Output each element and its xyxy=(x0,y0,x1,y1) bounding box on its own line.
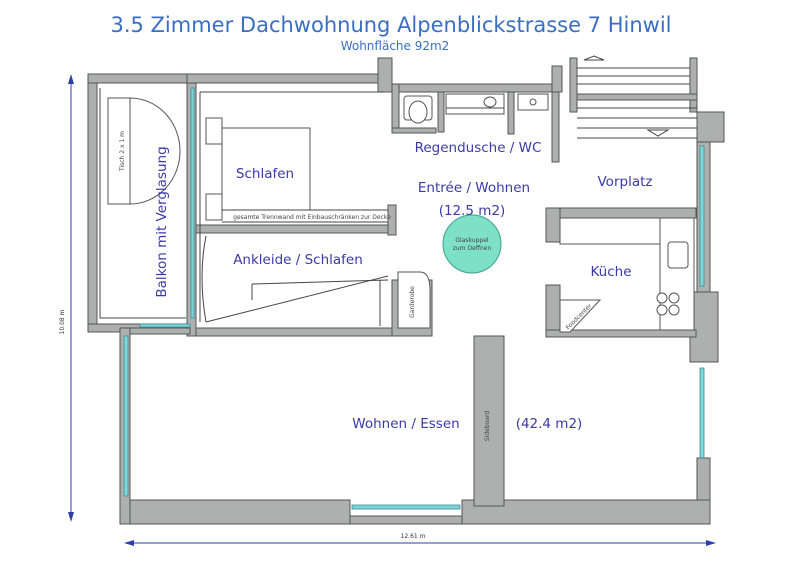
windows xyxy=(123,87,705,510)
living-area: (42.4 m2) xyxy=(516,416,583,432)
wardrobe-note: Garderobe xyxy=(409,286,416,318)
kitchen-label: Küche xyxy=(590,264,631,280)
stairs: Vorplatz xyxy=(577,55,697,190)
living-room: Sideboard Wohnen / Essen (42.4 m2) xyxy=(352,411,582,441)
bathroom: Regendusche / WC xyxy=(403,93,549,156)
height-dimension: 10.08 m xyxy=(59,74,74,522)
dome-note-2: zum Oeffnen xyxy=(453,245,492,252)
table-note: Tisch 2 x 1 m xyxy=(119,131,126,172)
sideboard-note: Sideboard xyxy=(484,411,491,441)
bathroom-label: Regendusche / WC xyxy=(415,140,542,156)
dressing-room: Garderobe Ankleide / Schlafen xyxy=(201,235,431,329)
entree-area: (12.5 m2) xyxy=(439,203,506,219)
plan-subtitle: Wohnfläche 92m2 xyxy=(341,39,450,53)
dressing-label: Ankleide / Schlafen xyxy=(233,252,363,268)
bedroom-label: Schlafen xyxy=(236,166,294,182)
partition-note: gesamte Trennwand mit Einbauschränken zu… xyxy=(233,214,391,221)
entrance: Entrée / Wohnen (12.5 m2) Glaskuppel zum… xyxy=(418,180,530,274)
height-dimension-label: 10.08 m xyxy=(59,309,66,334)
width-dimension-label: 12.61 m xyxy=(401,533,426,540)
bedroom: Schlafen gesamte Trennwand mit Einbausch… xyxy=(199,91,391,322)
balcony: Tisch 2 x 1 m Balkon mit Verglasung xyxy=(99,88,186,319)
entree-label: Entrée / Wohnen xyxy=(418,180,530,196)
width-dimension: 12.61 m xyxy=(124,533,716,546)
dome-note-1: Glaskuppel xyxy=(455,237,489,244)
plan-title: 3.5 Zimmer Dachwohnung Alpenblickstrasse… xyxy=(110,13,671,37)
kitchen: Foodcenter Küche xyxy=(559,217,695,333)
walls xyxy=(87,57,725,525)
living-label: Wohnen / Essen xyxy=(352,416,459,432)
balcony-label: Balkon mit Verglasung xyxy=(154,146,170,297)
hall-label: Vorplatz xyxy=(598,174,653,190)
glass-dome xyxy=(442,214,502,274)
